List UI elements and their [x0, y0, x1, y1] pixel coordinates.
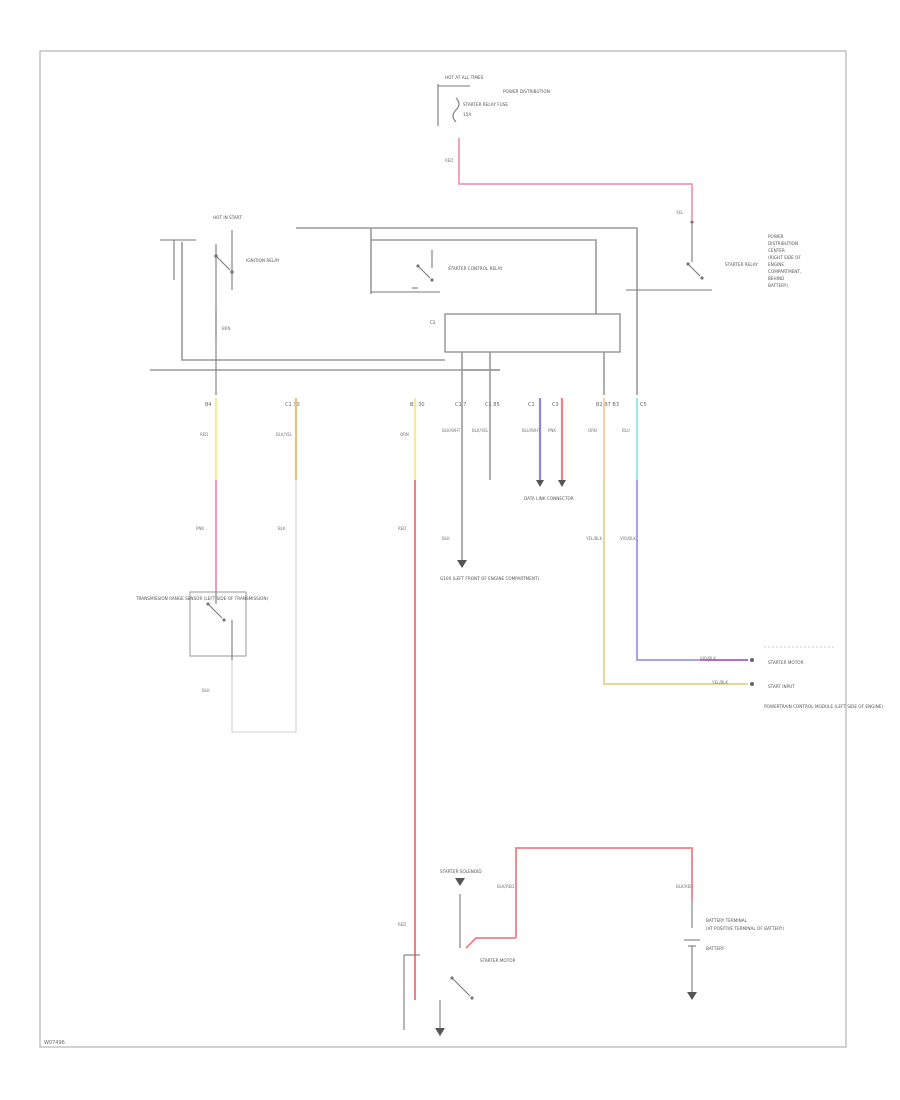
pin-9: C5 [640, 402, 647, 408]
pdc-label-2: DISTRIBUTION [768, 241, 798, 246]
starter-relay-1-label: STARTER CONTROL RELAY [448, 266, 503, 271]
diagram-border [39, 50, 847, 1048]
fuse-top-amp-label: 15A [463, 112, 471, 117]
pdc-label-4: (RIGHT SIDE OF [768, 255, 801, 260]
wire-label-w3: BRN [222, 326, 231, 331]
pin-1: B4 [205, 402, 212, 408]
wire-label-w12c: BLK [202, 688, 210, 693]
blue-wire-2 [636, 480, 748, 661]
pink-wire-top [458, 138, 693, 220]
wire-label-w1: RED [445, 158, 453, 163]
wire-label-w16: YEL/BLK [585, 536, 603, 541]
battery-gnd-label: BATTERY [706, 946, 725, 951]
battery-label: BATTERY TERMINAL [706, 918, 748, 923]
wire-label-w11: PNK [196, 526, 204, 531]
wire-label-w8: PNK [548, 428, 556, 433]
wire-label-w16b: YEL/BLK [711, 680, 729, 685]
module-pin-label: C2 [430, 320, 436, 325]
central-module-box [444, 313, 621, 353]
pin-2: C1 30 [285, 402, 300, 408]
ground-g-label: G100 (LEFT FRONT OF ENGINE COMPARTMENT) [440, 576, 540, 581]
wire-label-w14: BLK/RED [497, 884, 514, 889]
ignition-relay-label: IGNITION RELAY [246, 258, 280, 263]
hot-in-start-label: HOT IN START [213, 215, 242, 220]
pin-4: C1 7 [455, 402, 466, 408]
wire-label-w9: ORN [588, 428, 597, 433]
top-fuse: HOT AT ALL TIMES POWER DISTRIBUTION STAR… [437, 75, 550, 163]
wire-label-w10: BLU [622, 428, 630, 433]
pdc-note: POWER DISTRIBUTION CENTER (RIGHT SIDE OF… [768, 234, 801, 288]
module-top-label: STARTER MOTOR [768, 660, 804, 665]
tcm-switch-label: TRANSMISSION RANGE SENSOR (LEFT SIDE OF … [135, 596, 268, 601]
fuse-top-label: POWER DISTRIBUTION [503, 89, 550, 94]
starter-relay-2: STARTER RELAY [626, 222, 758, 291]
pdc-label-7: BEHIND [768, 276, 784, 281]
tan-wire-2 [603, 480, 748, 685]
wire-label-w14b: BLK/RED [676, 884, 693, 889]
gray-dash-wire [231, 480, 297, 733]
starter-relay-1: STARTER CONTROL RELAY [371, 250, 503, 293]
wire-label-w9b: ORN [400, 432, 409, 437]
ignition-switch: HOT IN START IGNITION RELAY BRN [160, 215, 280, 395]
battery: BATTERY TERMINAL (AT POSITIVE TERMINAL O… [684, 900, 784, 1000]
wire-label-w15b: VIO/BLK [700, 656, 716, 661]
wire-label-w6b: BLK/YEL [276, 432, 293, 437]
figure-code: W07496 [44, 1040, 65, 1046]
wire-labels: RED BLK/YEL ORN BLK/WHT BLK/YEL BLU/WHT … [196, 428, 729, 927]
module-bot-label: START INPUT [768, 684, 795, 689]
wire-label-w2: YEL [675, 210, 684, 215]
red-wire-starter [515, 847, 693, 938]
starter-label: STARTER MOTOR [480, 958, 516, 963]
fuse-top-sub-label: STARTER RELAY FUSE [463, 102, 508, 107]
wire-label-w5: BLK/WHT [442, 428, 461, 433]
bus-line-5 [181, 242, 445, 361]
wire-label-w6: BLK/YEL [472, 428, 489, 433]
bus-line-top [296, 227, 638, 395]
hot-at-all-times-label: HOT AT ALL TIMES [445, 75, 484, 80]
battery-sub-label: (AT POSITIVE TERMINAL OF BATTERY) [706, 926, 784, 931]
wire-label-w7: BLU/WHT [522, 428, 541, 433]
transmission-range-sensor: TRANSMISSION RANGE SENSOR (LEFT SIDE OF … [135, 590, 268, 693]
pin-8: B2 B7 B3 [596, 402, 619, 408]
pin-7: C3 1 [552, 402, 563, 408]
wire-label-w13b: RED [398, 922, 406, 927]
bus-line-3 [371, 239, 597, 314]
wire-label-w12: BLK [278, 526, 286, 531]
pin-6: C1 [528, 402, 535, 408]
data-link-label: DATA LINK CONNECTOR [524, 496, 574, 501]
wire-label-w12b: BLK [442, 536, 450, 541]
pdc-label-8: BATTERY) [768, 283, 788, 288]
pdc-label-5: ENGINE [768, 262, 784, 267]
wire-label-w4: RED [200, 432, 208, 437]
connector-pins: B4 C1 30 B3 30 C1 7 C1 85 C1 C3 1 B2 B7 … [205, 402, 647, 408]
wire-label-w13: RED [398, 526, 406, 531]
pdc-label-3: CENTER [768, 248, 785, 253]
wire-label-w15: VIO/BLK [620, 536, 636, 541]
pcm-connector: STARTER MOTOR START INPUT POWERTRAIN CON… [750, 646, 883, 709]
ground-g100: G100 (LEFT FRONT OF ENGINE COMPARTMENT) [440, 560, 540, 581]
pdc-label-1: POWER [768, 234, 784, 239]
module-sub-label: POWERTRAIN CONTROL MODULE (LEFT SIDE OF … [764, 704, 883, 709]
pdc-label-6: COMPARTMENT, [768, 269, 801, 274]
solenoid-label: STARTER SOLENOID [440, 869, 482, 874]
starter-relay-2-label: STARTER RELAY [725, 262, 758, 267]
red-wire-starter-2 [465, 937, 516, 949]
starter-motor: STARTER SOLENOID STARTER MOTOR [403, 847, 693, 1036]
pin-3: B3 30 [410, 402, 425, 408]
pin-5: C1 85 [485, 402, 500, 408]
